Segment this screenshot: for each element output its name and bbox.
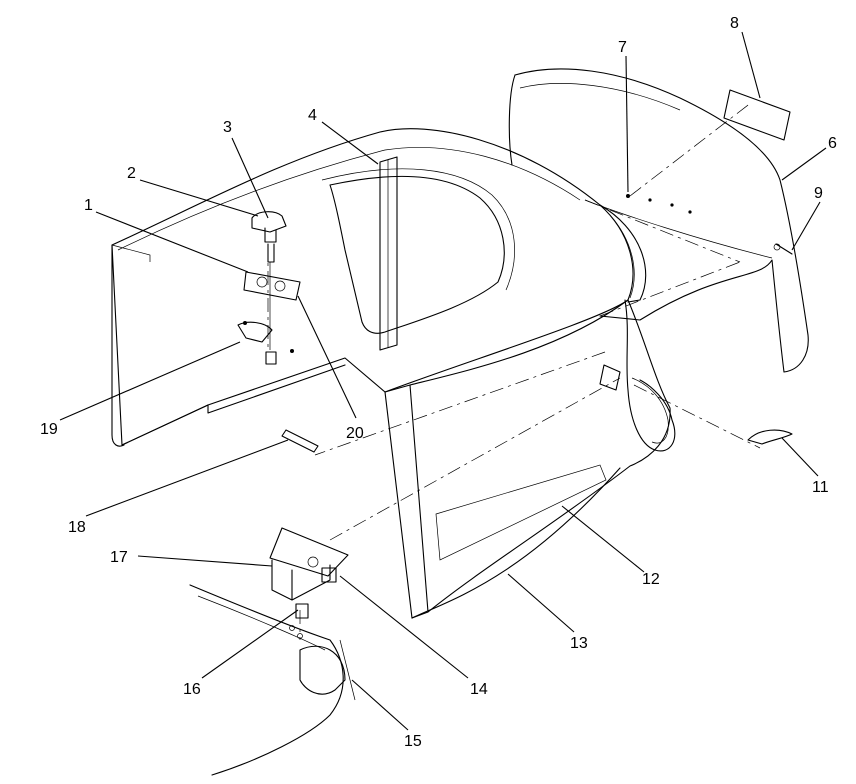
callout-18: 18	[68, 519, 86, 536]
callout-9: 9	[814, 185, 823, 202]
callout-16: 16	[183, 681, 201, 698]
callout-3: 3	[223, 119, 232, 136]
pivot-pin	[281, 429, 319, 453]
corner-hinge	[599, 364, 621, 391]
rear-panel	[508, 68, 809, 373]
callout-13: 13	[570, 635, 588, 652]
small-plate	[723, 89, 791, 141]
hinge-bracket	[269, 527, 349, 619]
callout-15: 15	[404, 733, 422, 750]
callout-19: 19	[40, 421, 58, 438]
callout-1: 1	[84, 197, 93, 214]
lower-frame	[189, 584, 356, 776]
callout-11: 11	[812, 479, 829, 496]
callout-7: 7	[618, 39, 627, 56]
callout-labels: 1 2 3 4 6 7 8 9 11 12 13 14 15 16 17 18 …	[40, 15, 837, 750]
hood-body	[111, 128, 676, 619]
vertical-strip	[379, 156, 398, 351]
assembly-lines	[267, 101, 761, 640]
callout-8: 8	[730, 15, 739, 32]
callout-2: 2	[127, 165, 136, 182]
callout-14: 14	[470, 681, 488, 698]
callout-4: 4	[308, 107, 317, 124]
callout-12: 12	[642, 571, 660, 588]
retaining-clip	[747, 429, 793, 445]
callout-20: 20	[346, 425, 364, 442]
callout-6: 6	[828, 135, 837, 152]
panel-bolt	[775, 243, 793, 255]
callout-17: 17	[110, 549, 128, 566]
latch-assembly	[237, 211, 301, 365]
leader-lines	[59, 31, 827, 731]
